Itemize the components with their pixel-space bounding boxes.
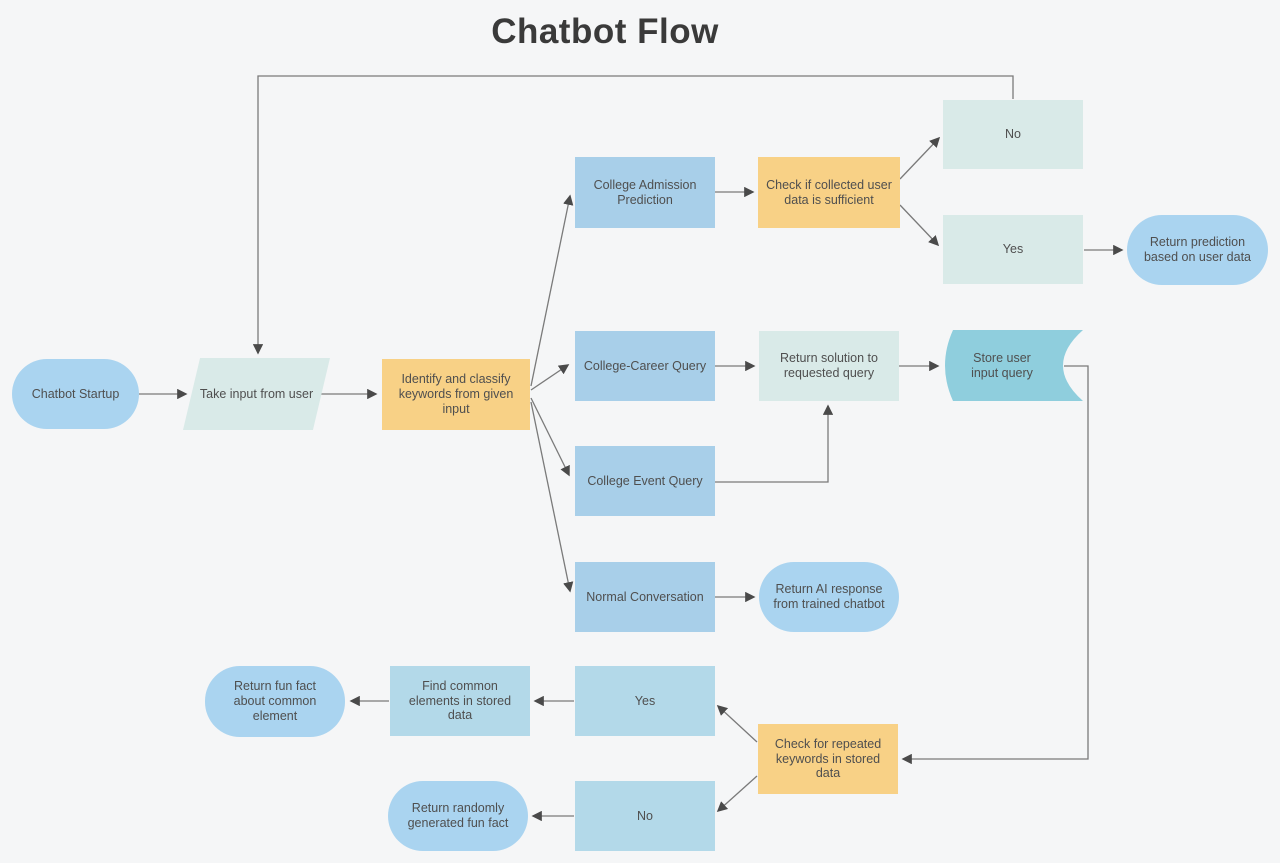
edge-identify-to-admission xyxy=(530,194,574,387)
node-label: Store user input query xyxy=(971,350,1033,380)
node-return-prediction: Return prediction based on user data xyxy=(1127,215,1268,285)
node-label: Check if collected user data is sufficie… xyxy=(766,177,892,207)
edge-identify-to-career xyxy=(530,364,570,391)
edge-event-to-return-solution xyxy=(715,404,834,483)
node-label: Yes xyxy=(634,693,656,708)
node-label: Return randomly generated fun fact xyxy=(407,801,509,830)
node-return-fun-fact-common: Return fun fact about common element xyxy=(205,666,345,737)
node-normal-conversation: Normal Conversation xyxy=(575,562,715,632)
node-label: Chatbot Startup xyxy=(31,386,120,401)
node-label: College Event Query xyxy=(587,473,703,488)
node-yes-top: Yes xyxy=(943,215,1083,284)
node-no-bottom: No xyxy=(575,781,715,851)
node-return-ai-response: Return AI response from trained chatbot xyxy=(759,562,899,632)
edge-identify-to-normal xyxy=(530,401,574,593)
node-label: Find common elements in stored data xyxy=(408,678,512,723)
node-label: No xyxy=(1005,127,1021,142)
node-label: No xyxy=(637,808,653,823)
node-label: Return AI response from trained chatbot xyxy=(773,582,885,611)
node-label: Normal Conversation xyxy=(586,589,704,604)
node-take-input-from-user: Take input from user xyxy=(183,358,330,430)
node-return-solution-to-query: Return solution to requested query xyxy=(759,331,899,401)
node-find-common-elements: Find common elements in stored data xyxy=(390,666,530,736)
node-identify-classify-keywords: Identify and classify keywords from give… xyxy=(382,359,530,430)
node-return-random-fun-fact: Return randomly generated fun fact xyxy=(388,781,528,851)
page-title: Chatbot Flow xyxy=(491,12,719,51)
node-label: Return prediction based on user data xyxy=(1143,235,1252,264)
node-label: College Admission Prediction xyxy=(593,177,697,207)
edge-identify-to-event xyxy=(530,397,570,477)
node-label: Yes xyxy=(1002,242,1024,257)
edge-check-sufficient-to-yes xyxy=(899,204,940,247)
node-label: Check for repeated keywords in stored da… xyxy=(774,736,882,781)
node-label: Take input from user xyxy=(199,386,314,401)
node-college-admission-prediction: College Admission Prediction xyxy=(575,157,715,228)
node-label: Return solution to requested query xyxy=(780,351,878,380)
node-store-user-input-query: Store user input query xyxy=(937,330,1085,401)
edge-store-to-check-repeated xyxy=(901,365,1089,765)
node-chatbot-startup: Chatbot Startup xyxy=(12,359,139,429)
node-check-user-data-sufficient: Check if collected user data is sufficie… xyxy=(758,157,900,228)
edge-check-repeated-to-no xyxy=(716,775,758,813)
node-label: Identify and classify keywords from give… xyxy=(398,372,514,416)
edge-no-loop-to-take-input xyxy=(252,75,1014,355)
node-label: College-Career Query xyxy=(583,358,707,373)
node-label: Return fun fact about common element xyxy=(233,679,317,723)
node-college-event-query: College Event Query xyxy=(575,446,715,516)
edge-check-repeated-to-yes xyxy=(716,704,758,743)
edge-check-sufficient-to-no xyxy=(899,136,941,180)
node-check-repeated-keywords: Check for repeated keywords in stored da… xyxy=(758,724,898,794)
node-no-top: No xyxy=(943,100,1083,169)
node-yes-bottom: Yes xyxy=(575,666,715,736)
node-college-career-query: College-Career Query xyxy=(575,331,715,401)
